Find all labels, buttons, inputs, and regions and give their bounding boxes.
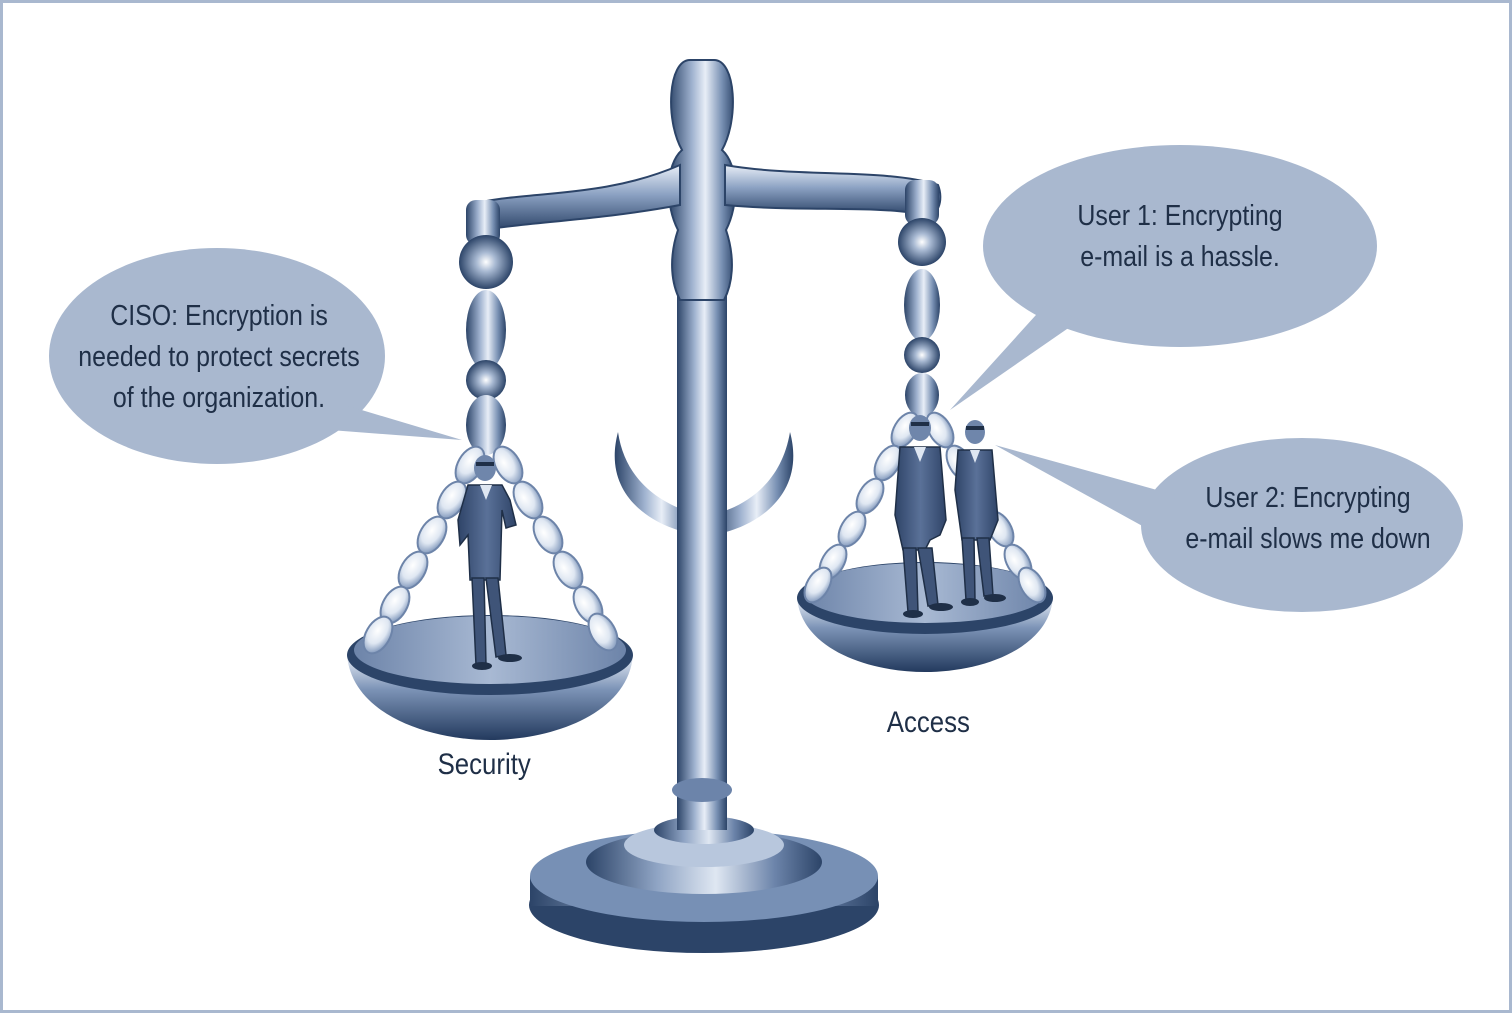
scale-beam (466, 163, 942, 245)
left-chain-links (362, 445, 619, 655)
user2-bubble-line-1: User 2: Encrypting (1205, 482, 1411, 514)
right-hanger (898, 218, 946, 417)
ciso-bubble-line-2: needed to protect secrets (78, 341, 360, 373)
user1-speech-bubble (950, 145, 1377, 410)
user1-bubble-line-2: e-mail is a hassle. (1080, 241, 1280, 273)
user1-bubble-line-1: User 1: Encrypting (1077, 200, 1283, 232)
user2-figure (954, 420, 1006, 606)
user1-bubble-text: User 1: Encrypting e-mail is a hassle. (1060, 196, 1301, 278)
access-caption: Access (886, 706, 970, 739)
ciso-figure (457, 455, 522, 670)
ciso-bubble-line-1: CISO: Encryption is (110, 300, 328, 332)
left-pan (347, 615, 633, 740)
ciso-speech-bubble (49, 248, 462, 464)
security-caption: Security (437, 748, 531, 781)
ciso-bubble-text: CISO: Encryption is needed to protect se… (77, 296, 361, 419)
scale-pole (667, 59, 737, 830)
user2-bubble-text: User 2: Encrypting e-mail slows me down (1170, 478, 1445, 560)
scale-base (529, 816, 879, 953)
ciso-bubble-line-3: of the organization. (112, 382, 326, 414)
user2-speech-bubble (995, 438, 1463, 612)
left-hanger (459, 235, 513, 455)
user1-figure (894, 415, 953, 618)
user2-bubble-line-2: e-mail slows me down (1185, 523, 1431, 555)
